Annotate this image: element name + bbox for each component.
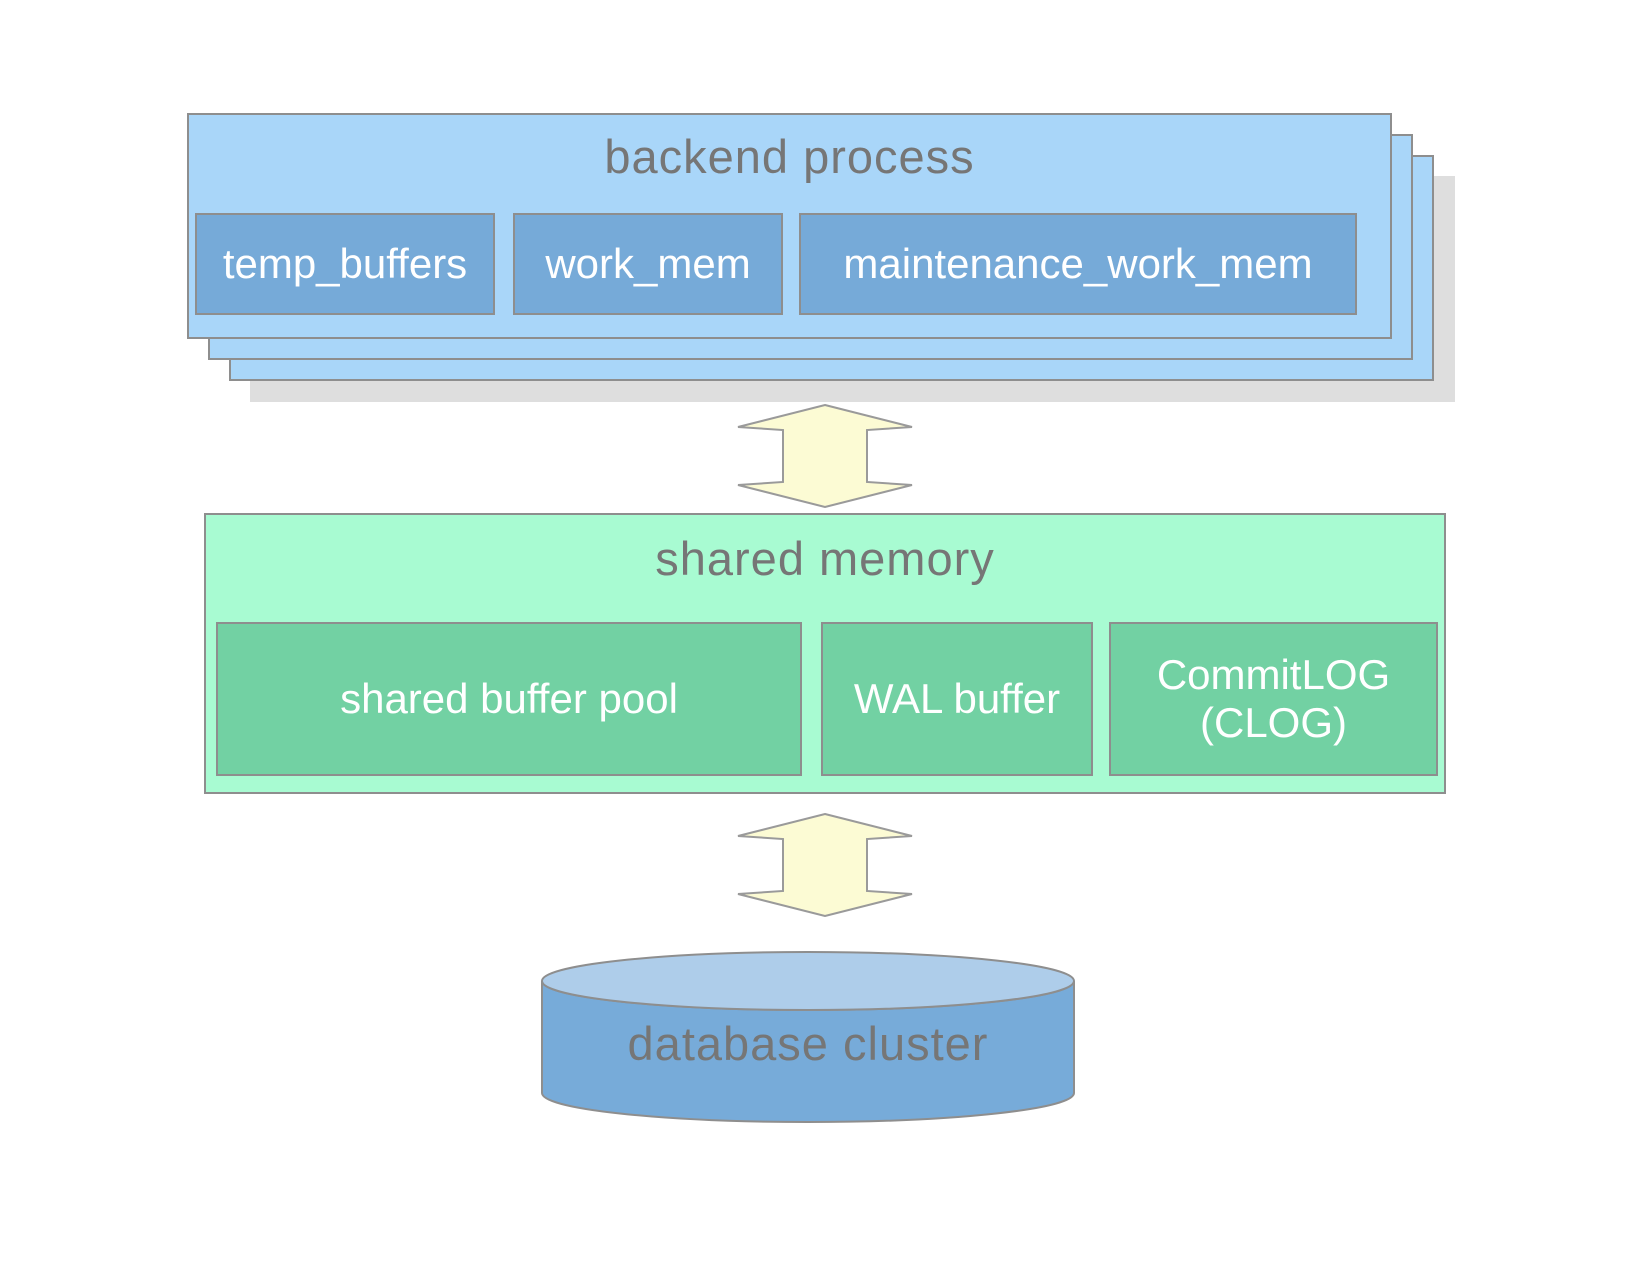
commit-log-box: CommitLOG (CLOG) <box>1109 622 1438 776</box>
backend-process-title: backend process <box>604 130 975 183</box>
temp-buffers-box: temp_buffers <box>195 213 495 315</box>
wal-buffer-box: WAL buffer <box>821 622 1093 776</box>
bidirectional-arrow-shared-database-icon <box>737 813 913 917</box>
shared-buffer-pool-box: shared buffer pool <box>216 622 802 776</box>
bidirectional-arrow-backend-shared-icon <box>737 404 913 508</box>
database-cluster-cylinder-icon <box>541 951 1075 1123</box>
backend-process-box: backend process temp_buffers work_mem ma… <box>187 113 1392 339</box>
work-mem-box: work_mem <box>513 213 783 315</box>
shared-memory-title: shared memory <box>655 532 995 585</box>
maintenance-work-mem-box: maintenance_work_mem <box>799 213 1357 315</box>
shared-memory-box: shared memory shared buffer pool WAL buf… <box>204 513 1446 794</box>
database-cluster-label: database cluster <box>627 1017 989 1070</box>
